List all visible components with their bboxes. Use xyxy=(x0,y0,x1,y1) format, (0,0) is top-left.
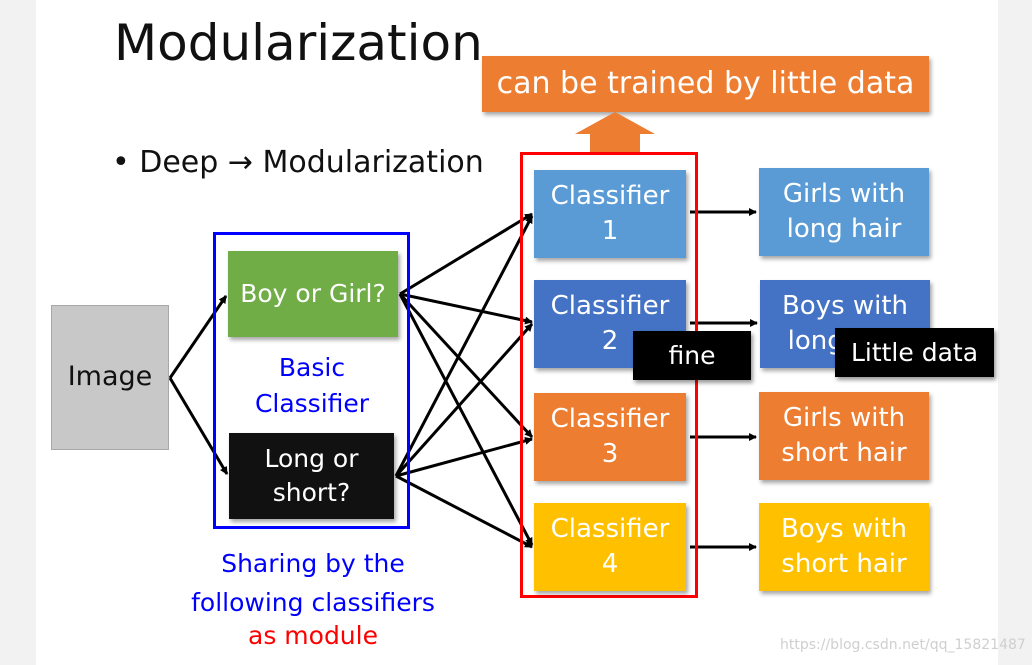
module-caption: as module xyxy=(248,621,378,650)
classifier-3: Classifier 3 xyxy=(534,393,686,481)
boy-or-girl-classifier: Boy or Girl? xyxy=(228,251,398,337)
classifier-4: Classifier 4 xyxy=(534,503,686,591)
image-input-box: Image xyxy=(51,305,169,450)
bullet-point: • Deep → Modularization xyxy=(112,145,484,180)
little-data-banner: can be trained by little data xyxy=(482,56,929,112)
fine-tag: fine xyxy=(633,331,751,380)
up-arrow-icon xyxy=(575,112,655,152)
classifier-1: Classifier 1 xyxy=(534,170,686,258)
long-or-short-classifier: Long or short? xyxy=(229,433,394,519)
watermark: https://blog.csdn.net/qq_15821487 xyxy=(780,637,1026,653)
little-data-tag: Little data xyxy=(835,328,994,377)
basic-classifier-frame xyxy=(213,232,410,529)
output-boys-short-hair: Boys with short hair xyxy=(759,503,929,591)
basic-classifier-label: Basic Classifier xyxy=(254,353,370,419)
output-girls-long-hair: Girls with long hair xyxy=(759,168,929,256)
sharing-caption: Sharing by the following classifiers xyxy=(191,549,435,617)
slide-title: Modularization xyxy=(114,14,483,72)
output-girls-short-hair: Girls with short hair xyxy=(759,392,929,480)
